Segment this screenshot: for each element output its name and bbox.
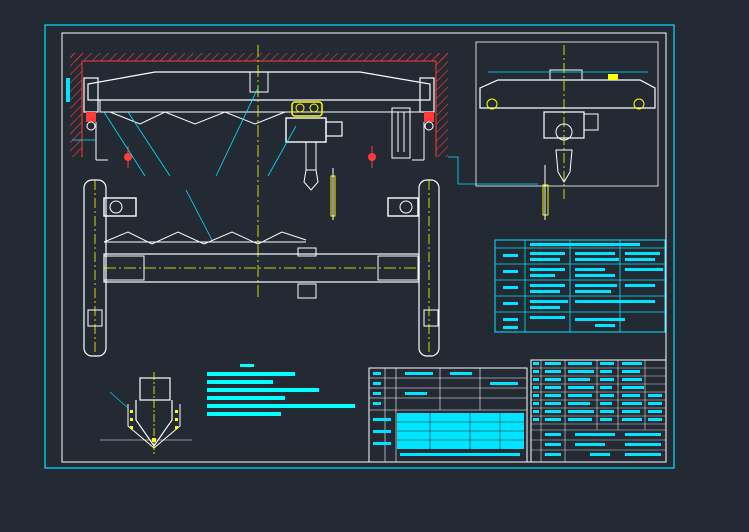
- parts-list: [530, 359, 667, 463]
- plan-truss: [103, 231, 307, 245]
- reference-marker-right: [368, 146, 376, 168]
- main-girder: [87, 71, 431, 101]
- plan-view: [83, 179, 440, 357]
- projection-line: [448, 156, 538, 185]
- building-hatch-right: [436, 53, 448, 157]
- hoist-trolley: [285, 101, 343, 220]
- drive-motor-left: [103, 197, 137, 217]
- outer-border: [44, 24, 675, 469]
- drive-motor-right: [387, 197, 419, 217]
- front-elevation-view: [66, 45, 448, 300]
- title-block: [368, 367, 528, 463]
- building-hatch-top: [70, 53, 448, 61]
- truss-zigzag: [109, 111, 286, 125]
- inner-border: [61, 32, 667, 463]
- side-girder: [479, 79, 656, 109]
- side-elevation-view: [475, 41, 659, 220]
- building-hatch-left: [70, 53, 82, 157]
- rail-left: [86, 112, 96, 122]
- rail-right: [424, 112, 434, 122]
- end-carriage-section: [100, 372, 192, 456]
- spec-table: [494, 239, 666, 333]
- notes-block: [207, 364, 355, 416]
